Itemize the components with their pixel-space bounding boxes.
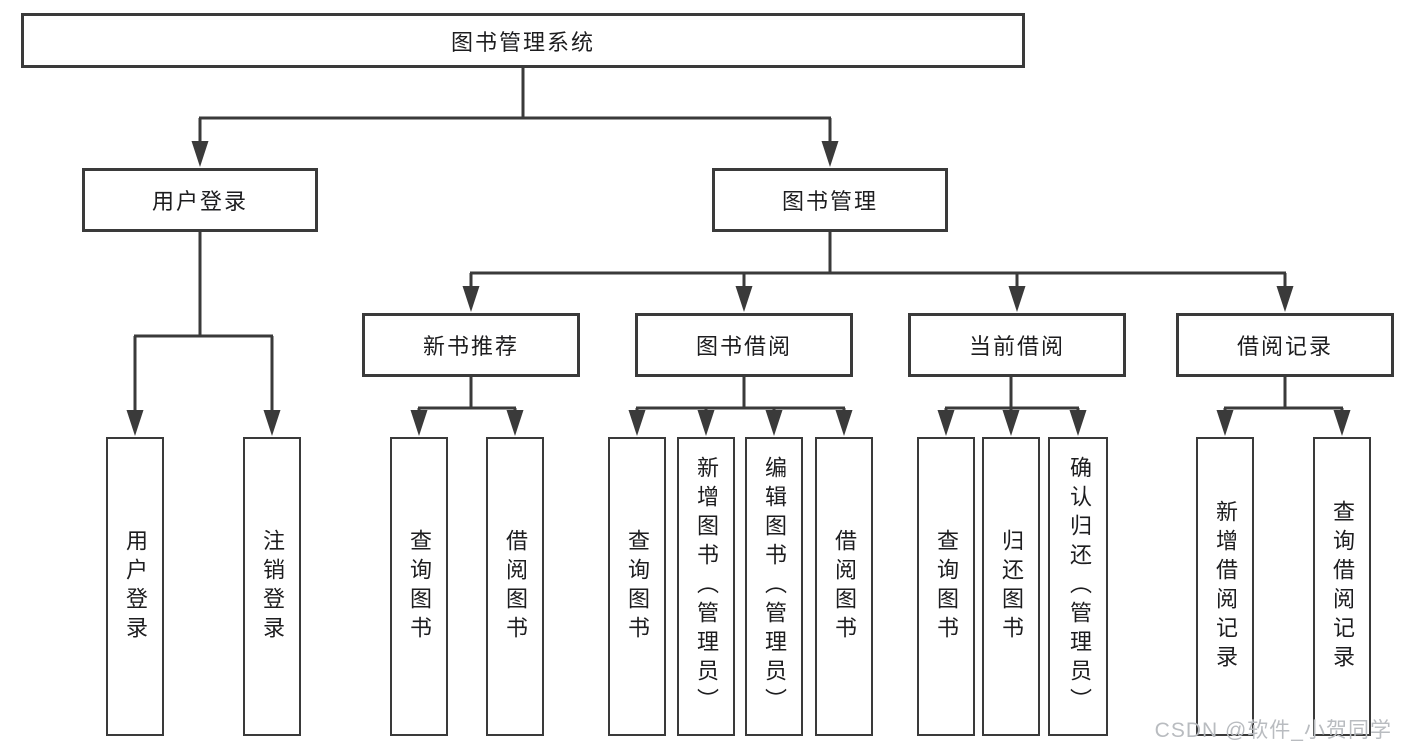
leaf-borrow-edit-books-admin: 编辑图书（管理员） [745, 437, 803, 736]
node-book-borrow: 图书借阅 [635, 313, 853, 377]
node-book-management: 图书管理 [712, 168, 948, 232]
leaf-newbook-borrow-books: 借阅图书 [486, 437, 544, 736]
leaf-current-query-books: 查询图书 [917, 437, 975, 736]
leaf-borrow-borrow-books: 借阅图书 [815, 437, 873, 736]
leaf-logout: 注销登录 [243, 437, 301, 736]
watermark: CSDN @软件_小贺同学 [1154, 719, 1392, 742]
node-root: 图书管理系统 [21, 13, 1025, 68]
leaf-borrow-query-books: 查询图书 [608, 437, 666, 736]
leaf-user-login: 用户登录 [106, 437, 164, 736]
node-current-borrow: 当前借阅 [908, 313, 1126, 377]
node-borrow-records: 借阅记录 [1176, 313, 1394, 377]
leaf-records-query-record: 查询借阅记录 [1313, 437, 1371, 736]
node-user-login: 用户登录 [82, 168, 318, 232]
leaf-borrow-add-books-admin: 新增图书（管理员） [677, 437, 735, 736]
leaf-current-return-books: 归还图书 [982, 437, 1040, 736]
leaf-newbook-query-books: 查询图书 [390, 437, 448, 736]
node-new-book-recommend: 新书推荐 [362, 313, 580, 377]
leaf-records-add-record: 新增借阅记录 [1196, 437, 1254, 736]
leaf-current-confirm-return-admin: 确认归还（管理员） [1048, 437, 1108, 736]
